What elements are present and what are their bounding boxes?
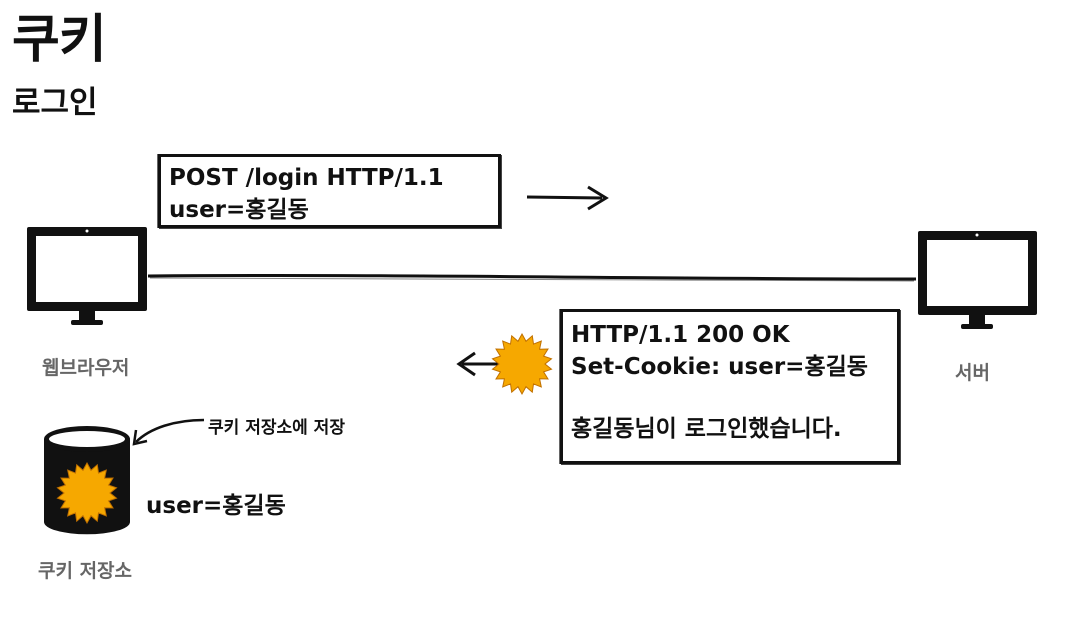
request-line: POST /login HTTP/1.1 [169, 165, 444, 191]
response-status-line: HTTP/1.1 200 OK [571, 322, 790, 348]
response-arrow [456, 351, 500, 377]
request-message-box: POST /login HTTP/1.1 user=홍길동 [158, 154, 501, 228]
stored-cookie-value: user=홍길동 [146, 493, 286, 519]
server-label: 서버 [955, 362, 990, 384]
response-cookie-icon [491, 332, 553, 396]
storage-note: 쿠키 저장소에 저장 [208, 418, 345, 438]
browser-monitor-icon [27, 227, 147, 325]
stored-cookie-icon [56, 461, 118, 525]
store-arrow [132, 418, 205, 446]
response-set-cookie-header: Set-Cookie: user=홍길동 [571, 353, 868, 380]
response-message-box: HTTP/1.1 200 OK Set-Cookie: user=홍길동 홍길동… [560, 309, 900, 464]
response-body: 홍길동님이 로그인했습니다. [571, 416, 842, 443]
browser-label: 웹브라우저 [42, 357, 130, 379]
server-monitor-icon [918, 231, 1037, 329]
page-title: 쿠키 [12, 10, 107, 70]
request-body: user=홍길동 [169, 196, 309, 223]
storage-cylinder-icon [44, 426, 130, 535]
connection-line [147, 274, 917, 281]
page-subtitle: 로그인 [12, 85, 98, 121]
request-arrow [526, 185, 609, 211]
storage-label: 쿠키 저장소 [38, 560, 133, 582]
